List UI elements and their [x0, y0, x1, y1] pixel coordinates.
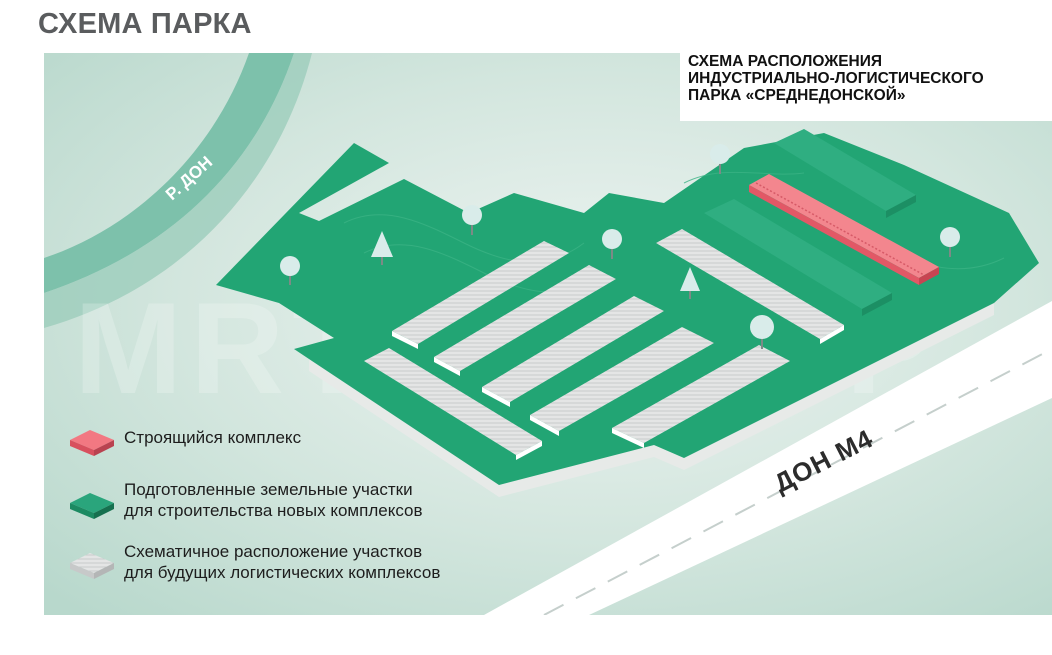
- legend-item-future: Схематичное расположение участков для бу…: [68, 541, 440, 583]
- prepared-building: [704, 199, 892, 309]
- future-plot: [530, 327, 714, 436]
- tree: [280, 256, 300, 285]
- river-don: [44, 53, 294, 293]
- highway-lane-marking: [543, 348, 1052, 615]
- tree: [710, 144, 730, 174]
- complex-under-construction: [749, 174, 939, 285]
- tree: [602, 229, 622, 259]
- future-plot: [612, 345, 790, 448]
- legend-swatch-construction: [70, 430, 114, 456]
- legend-label: Подготовленные земельные участки: [124, 480, 413, 499]
- tree: [680, 267, 700, 299]
- plan-title-line: ИНДУСТРИАЛЬНО-ЛОГИСТИЧЕСКОГО: [688, 70, 984, 87]
- plan-title: СХЕМА РАСПОЛОЖЕНИЯ ИНДУСТРИАЛЬНО-ЛОГИСТИ…: [680, 53, 1052, 121]
- park-map: Р. ДОН MRT GROUP ДОН М4: [44, 53, 1052, 615]
- legend-label: Строящийся комплекс: [124, 428, 302, 447]
- tree: [462, 205, 482, 235]
- legend-label: Схематичное расположение участков: [124, 542, 423, 561]
- highway-road: [484, 301, 1052, 615]
- future-plots: [364, 229, 844, 460]
- legend-item-prepared: Подготовленные земельные участки для стр…: [68, 479, 423, 521]
- tree: [750, 315, 774, 349]
- prepared-building: [774, 129, 916, 211]
- future-plot: [482, 296, 664, 407]
- legend-swatch-future: [70, 553, 114, 579]
- legend-label: для строительства новых комплексов: [124, 501, 423, 520]
- legend-swatch-prepared: [70, 493, 114, 519]
- plan-title-line: СХЕМА РАСПОЛОЖЕНИЯ: [688, 53, 883, 70]
- future-plot: [434, 265, 616, 376]
- prepared-buildings: [704, 129, 916, 316]
- park-map-canvas: Р. ДОН MRT GROUP ДОН М4: [44, 53, 1052, 615]
- tree: [371, 231, 393, 265]
- future-plot: [364, 348, 542, 460]
- tree: [940, 227, 960, 257]
- plan-title-line: ПАРКА «СРЕДНЕДОНСКОЙ»: [688, 87, 906, 104]
- legend-label: для будущих логистических комплексов: [124, 563, 441, 582]
- future-plot: [392, 241, 569, 349]
- future-plot: [656, 229, 844, 344]
- trees: [280, 144, 960, 349]
- page-title: СХЕМА ПАРКА: [38, 8, 252, 40]
- legend-item-construction: Строящийся комплекс: [68, 427, 301, 461]
